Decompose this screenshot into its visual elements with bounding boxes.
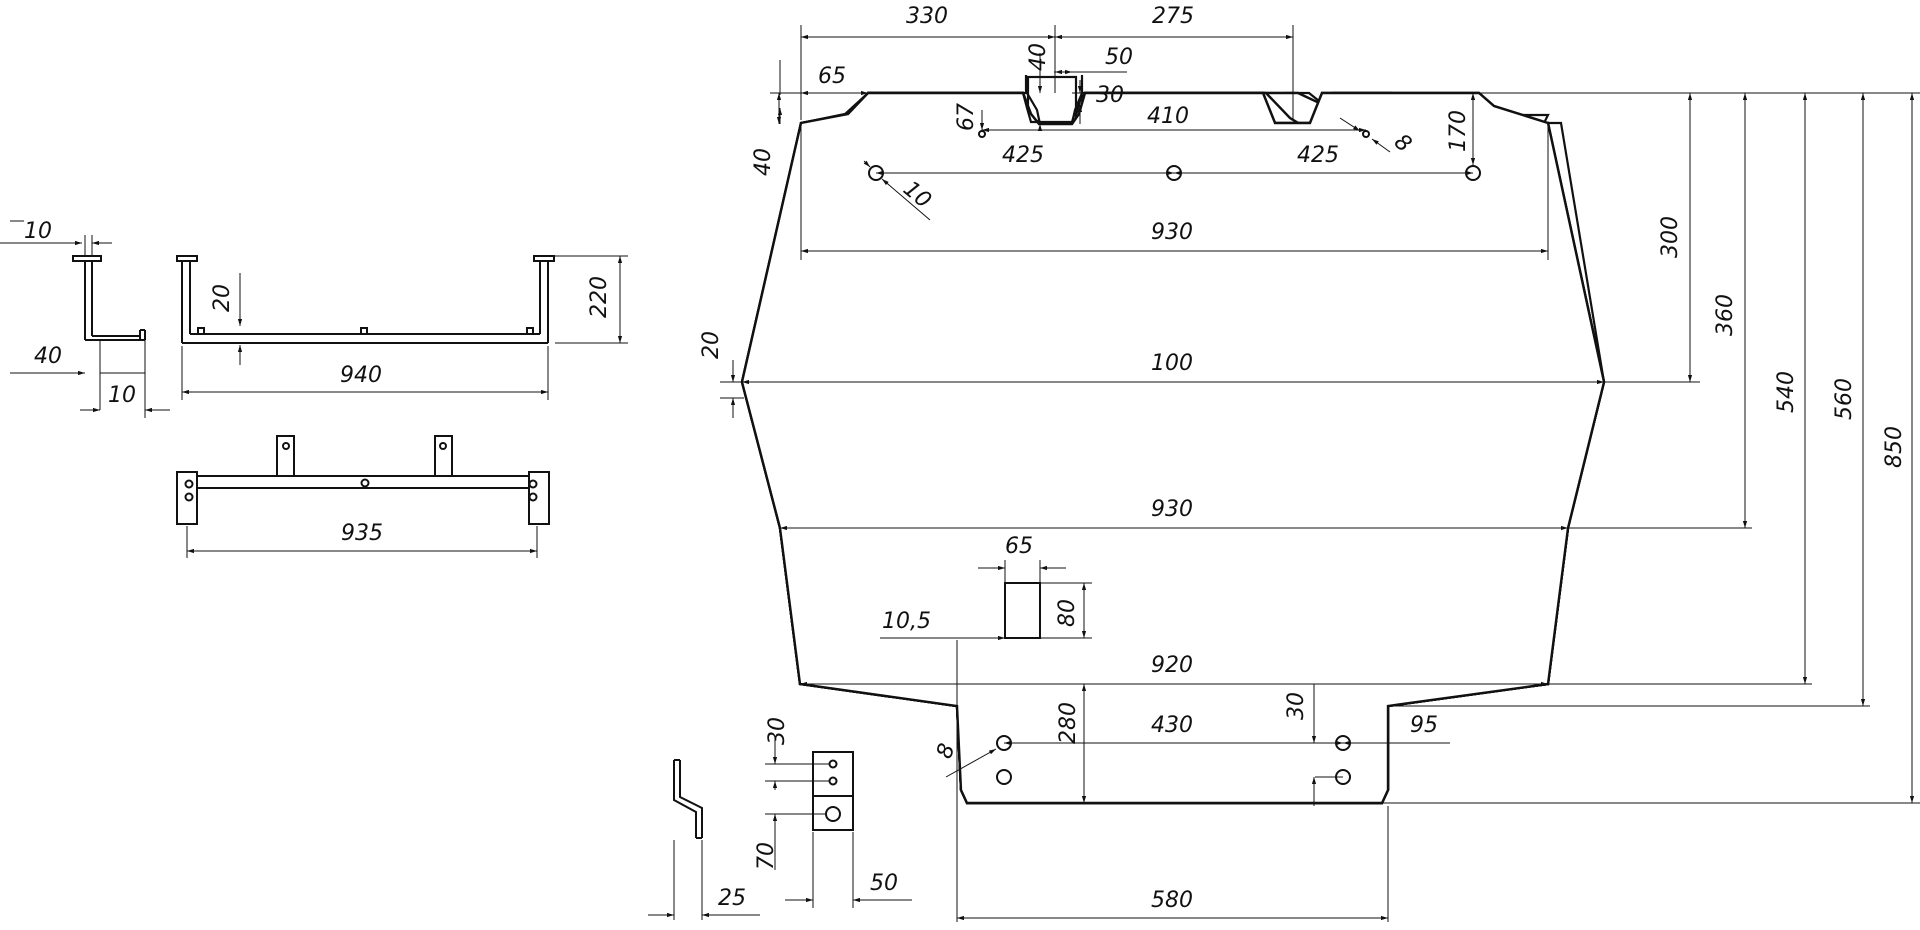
dim-330: 330 [906,4,948,29]
dim-280: 280 [1056,702,1081,744]
dim-30-notch: 30 [1096,83,1124,108]
dim-430: 430 [1151,713,1193,738]
dim-300: 300 [1658,216,1683,258]
dim-40: 40 [34,344,62,369]
dim-170: 170 [1446,110,1471,152]
dim-560: 560 [1832,378,1857,420]
dim-65-top: 65 [818,64,846,89]
dim-67: 67 [954,103,979,131]
dim-20-side: 20 [699,331,724,359]
mount-bracket-side [673,759,703,839]
dim-540: 540 [1774,371,1799,413]
crossbar-dimensions [181,255,628,400]
dim-50: 50 [1105,45,1133,70]
dim-40-notch: 40 [1026,43,1051,71]
crossbar-front-view [176,255,555,344]
dim-80: 80 [1055,599,1080,627]
dim-360: 360 [1713,294,1738,336]
dim-95: 95 [1410,713,1438,738]
dim-30-mount: 30 [765,717,790,745]
dim-410: 410 [1147,104,1189,129]
dim-930-top: 930 [1151,220,1193,245]
dim-850: 850 [1882,426,1907,468]
dim-920: 920 [1151,653,1193,678]
skid-plate-shape [740,91,1606,805]
dim-40-side: 40 [751,148,776,176]
skid-plate-dimension-lines [720,25,1920,922]
dim-425-left: 425 [1002,143,1044,168]
dim-30-tab: 30 [1284,692,1309,720]
crossbar-top-view [176,435,550,525]
dim-25-mount: 25 [718,886,746,911]
dim-10-bottom: 10 [108,383,136,408]
dim-10-top: 10 [24,219,52,244]
bracket-dimensions [0,220,170,418]
top-notch [1021,92,1086,124]
bracket-side-view [72,255,146,341]
dim-100: 100 [1151,351,1193,376]
dim-930-mid: 930 [1151,497,1193,522]
dim-580: 580 [1151,888,1193,913]
dim-935: 935 [341,521,383,546]
dim-220: 220 [587,276,612,318]
dim-20-crossbar: 20 [210,284,235,312]
dim-50-mount: 50 [870,871,898,896]
dim-70-mount: 70 [754,842,779,870]
dim-940: 940 [340,363,382,388]
mount-bracket-dimensions [648,740,912,920]
dim-275: 275 [1152,4,1194,29]
dim-8-bottom: 8 [932,740,960,762]
dim-10-5: 10,5 [882,609,931,634]
dim-65-slot: 65 [1005,534,1033,559]
slot-rectangle [1004,582,1041,639]
crossbar-top-dimensions [186,526,538,558]
dim-425-right: 425 [1297,143,1339,168]
